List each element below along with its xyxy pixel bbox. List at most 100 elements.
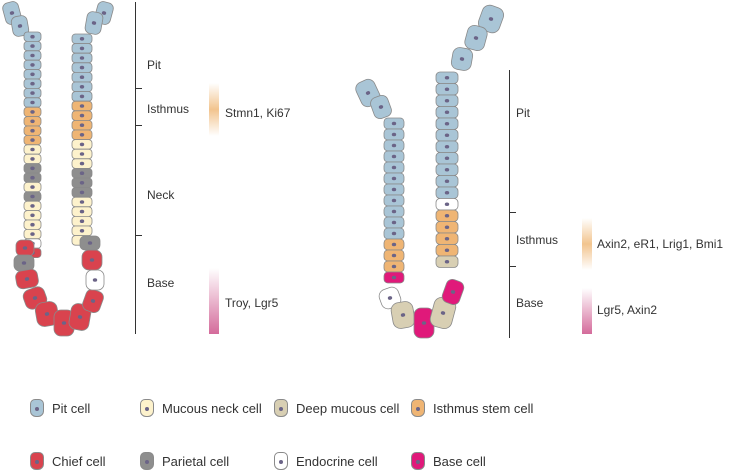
gland-cell bbox=[71, 62, 93, 73]
gland-cell bbox=[23, 59, 42, 71]
gland-cell bbox=[435, 221, 459, 234]
chief-cell bbox=[85, 269, 105, 291]
gland-cell bbox=[383, 172, 405, 185]
gland-cell bbox=[23, 172, 42, 183]
gland-cell bbox=[23, 78, 42, 89]
gland-cell bbox=[23, 125, 42, 136]
gland-cell bbox=[435, 106, 459, 119]
legend-item-isthmus-stem-cell: Isthmus stem cell bbox=[411, 397, 533, 419]
gland-cell bbox=[23, 153, 42, 164]
gland-cell bbox=[71, 120, 93, 131]
left-zone-tick bbox=[135, 125, 142, 126]
gland-cell bbox=[71, 167, 93, 179]
legend-label: Pit cell bbox=[52, 400, 91, 416]
gland-cell bbox=[383, 150, 405, 163]
deep-mucous-cell-icon bbox=[274, 399, 288, 417]
left-zone-pit-label: Pit bbox=[147, 58, 162, 72]
gland-cell bbox=[435, 152, 459, 165]
gland-cell bbox=[435, 255, 459, 268]
legend-item-mucous-neck-cell: Mucous neck cell bbox=[140, 397, 262, 419]
gland-cell bbox=[71, 196, 93, 208]
gland-cell bbox=[23, 50, 42, 61]
gland-cell bbox=[23, 210, 42, 221]
gland-cell bbox=[23, 181, 42, 193]
gland-cell bbox=[383, 216, 405, 229]
base-region-cell bbox=[390, 301, 416, 329]
gland-cell bbox=[23, 228, 42, 240]
mucous-neck-cell-icon bbox=[140, 399, 154, 417]
gland-cell bbox=[71, 91, 93, 102]
right-zone-pit-label: Pit bbox=[516, 106, 531, 120]
pit-cell bbox=[450, 47, 474, 71]
gland-cell bbox=[23, 163, 42, 174]
gland-cell bbox=[435, 244, 459, 257]
gland-cell bbox=[71, 187, 93, 198]
gland-cell bbox=[71, 177, 93, 189]
gland-cell bbox=[383, 227, 405, 240]
gland-cell bbox=[23, 200, 42, 211]
base-cell-icon bbox=[411, 452, 425, 470]
legend-item-endocrine-cell: Endocrine cell bbox=[274, 450, 378, 472]
right-zone-isthmus-label: Isthmus bbox=[516, 233, 559, 247]
gland-cell bbox=[71, 148, 93, 160]
gland-cell bbox=[71, 81, 93, 93]
gland-cell bbox=[71, 129, 93, 141]
chief-cell-icon bbox=[30, 452, 44, 470]
pit-cell bbox=[370, 94, 392, 120]
gland-cell bbox=[435, 71, 459, 84]
gland-cell bbox=[383, 128, 405, 141]
gland-cell bbox=[71, 225, 93, 237]
left-isthmus-marker-label: Stmn1, Ki67 bbox=[225, 106, 291, 120]
gland-cell bbox=[383, 139, 405, 152]
gland-cell bbox=[435, 94, 459, 107]
right-zone-base-label: Base bbox=[516, 296, 544, 310]
chief-cell bbox=[82, 288, 104, 314]
left-zone-neck-label: Neck bbox=[147, 188, 175, 202]
right-zone-axis bbox=[509, 70, 510, 338]
right-base-marker-label: Lgr5, Axin2 bbox=[597, 303, 658, 317]
legend-label: Mucous neck cell bbox=[162, 400, 262, 416]
gland-cell bbox=[435, 198, 459, 211]
left-base-marker-gradient bbox=[209, 268, 219, 334]
legend-item-chief-cell: Chief cell bbox=[30, 450, 105, 472]
chief-cell bbox=[15, 239, 35, 257]
gland-cell bbox=[71, 100, 93, 112]
pit-cell-icon bbox=[30, 399, 44, 417]
gland-cell bbox=[435, 117, 459, 130]
left-zone-tick bbox=[135, 235, 142, 236]
chief-cell bbox=[53, 309, 75, 337]
isthmus-stem-cell-icon bbox=[411, 399, 425, 417]
base-region-cell bbox=[413, 307, 435, 339]
gland-cell bbox=[23, 191, 42, 202]
gland-cell bbox=[383, 183, 405, 196]
chief-cell bbox=[81, 249, 103, 271]
gland-cell bbox=[435, 209, 459, 222]
gland-cell bbox=[71, 139, 93, 150]
gland-cell bbox=[383, 238, 405, 251]
gland-cell bbox=[71, 110, 93, 121]
pit-cell bbox=[464, 24, 488, 52]
gland-cell bbox=[383, 260, 405, 273]
right-base-marker-gradient bbox=[582, 288, 592, 334]
right-zone-tick bbox=[509, 212, 516, 213]
gland-cell bbox=[435, 140, 459, 153]
legend-item-pit-cell: Pit cell bbox=[30, 397, 90, 419]
gland-cell bbox=[71, 52, 93, 64]
gland-cell bbox=[23, 134, 42, 146]
pit-cell bbox=[84, 11, 104, 35]
gland-cell bbox=[23, 106, 42, 117]
right-zone-tick bbox=[509, 266, 516, 267]
left-zone-tick bbox=[135, 88, 142, 89]
gland-cell bbox=[71, 72, 93, 83]
gland-cell bbox=[435, 83, 459, 96]
chief-cell bbox=[15, 268, 39, 290]
legend-item-deep-mucous-cell: Deep mucous cell bbox=[274, 397, 399, 419]
gland-cell bbox=[435, 163, 459, 176]
gland-cell bbox=[383, 205, 405, 218]
gland-cell bbox=[23, 69, 42, 80]
gland-cell bbox=[23, 97, 42, 108]
gland-cell bbox=[23, 144, 42, 155]
gland-cell bbox=[71, 33, 93, 45]
